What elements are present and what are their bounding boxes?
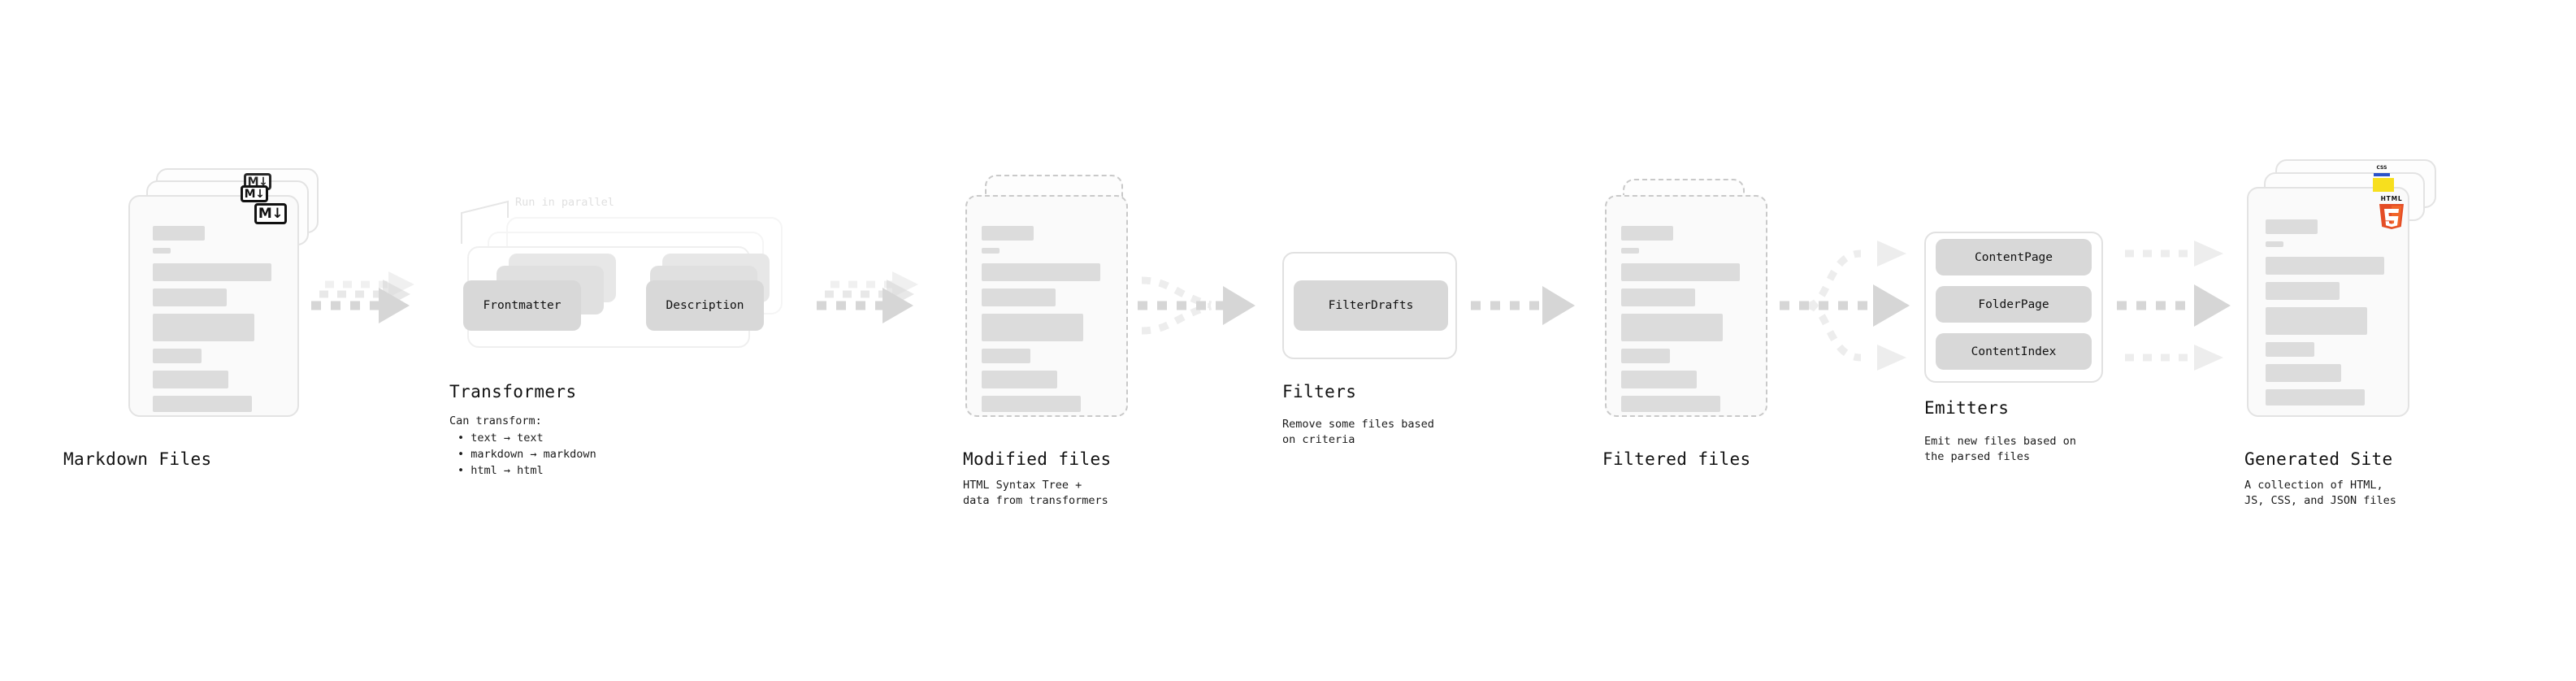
modified-files-title: Modified files [963,449,1112,469]
transformers-bullet-2: html → html [458,462,596,479]
generated-site-title: Generated Site [2244,449,2393,469]
transformers-title: Transformers [449,382,577,401]
emitters-pill-folderpage[interactable]: FolderPage [1936,286,2092,323]
modified-files-subtitle: HTML Syntax Tree + data from transformer… [963,479,1108,507]
emitters-title: Emitters [1924,398,2010,418]
transformers-bullet-1: markdown → markdown [458,446,596,462]
arrow-markdown-to-transformers [311,271,414,323]
markdown-icon-mid: M↓ [241,185,268,202]
filtered-files-title: Filtered files [1602,449,1751,469]
transformers-bullet-0: text → text [458,430,596,446]
transformers-bullets-head: Can transform: [449,414,542,427]
markdown-icon: M↓ [254,203,287,224]
svg-text:HTML: HTML [2381,195,2403,202]
markdown-files-title: Markdown Files [63,449,212,469]
arrow-emitters-to-site [2117,241,2231,371]
arrow-filtered-to-emitters [1780,241,1910,371]
modified-skeleton-lines [982,226,1100,419]
html5-icon: HTML [2377,193,2406,229]
markdown-skeleton-lines [153,226,271,419]
arrow-modified-to-filters [1138,276,1255,335]
filters-pill-filterdrafts[interactable]: FilterDrafts [1294,280,1448,331]
transformers-bullets: Can transform: text → text markdown → ma… [449,413,596,479]
css-icon: CSS [2374,165,2390,176]
emitters-pill-contentindex[interactable]: ContentIndex [1936,333,2092,370]
site-skeleton-lines [2266,219,2384,413]
emitters-subtitle: Emit new files based on the parsed files [1924,435,2076,463]
emitters-pill-contentpage[interactable]: ContentPage [1936,239,2092,275]
arrow-transformers-to-modified [817,271,918,323]
filters-title: Filters [1282,382,1357,401]
transformer-pill-description[interactable]: Description [646,280,764,331]
run-in-parallel-bracket [461,200,509,244]
js-icon [2373,178,2394,192]
arrow-filters-to-filtered [1471,286,1575,325]
generated-site-subtitle: A collection of HTML, JS, CSS, and JSON … [2244,479,2396,507]
filtered-skeleton-lines [1621,226,1740,419]
filters-subtitle: Remove some files based on criteria [1282,418,1434,446]
run-in-parallel-label: Run in parallel [515,196,614,209]
transformer-pill-frontmatter[interactable]: Frontmatter [463,280,581,331]
